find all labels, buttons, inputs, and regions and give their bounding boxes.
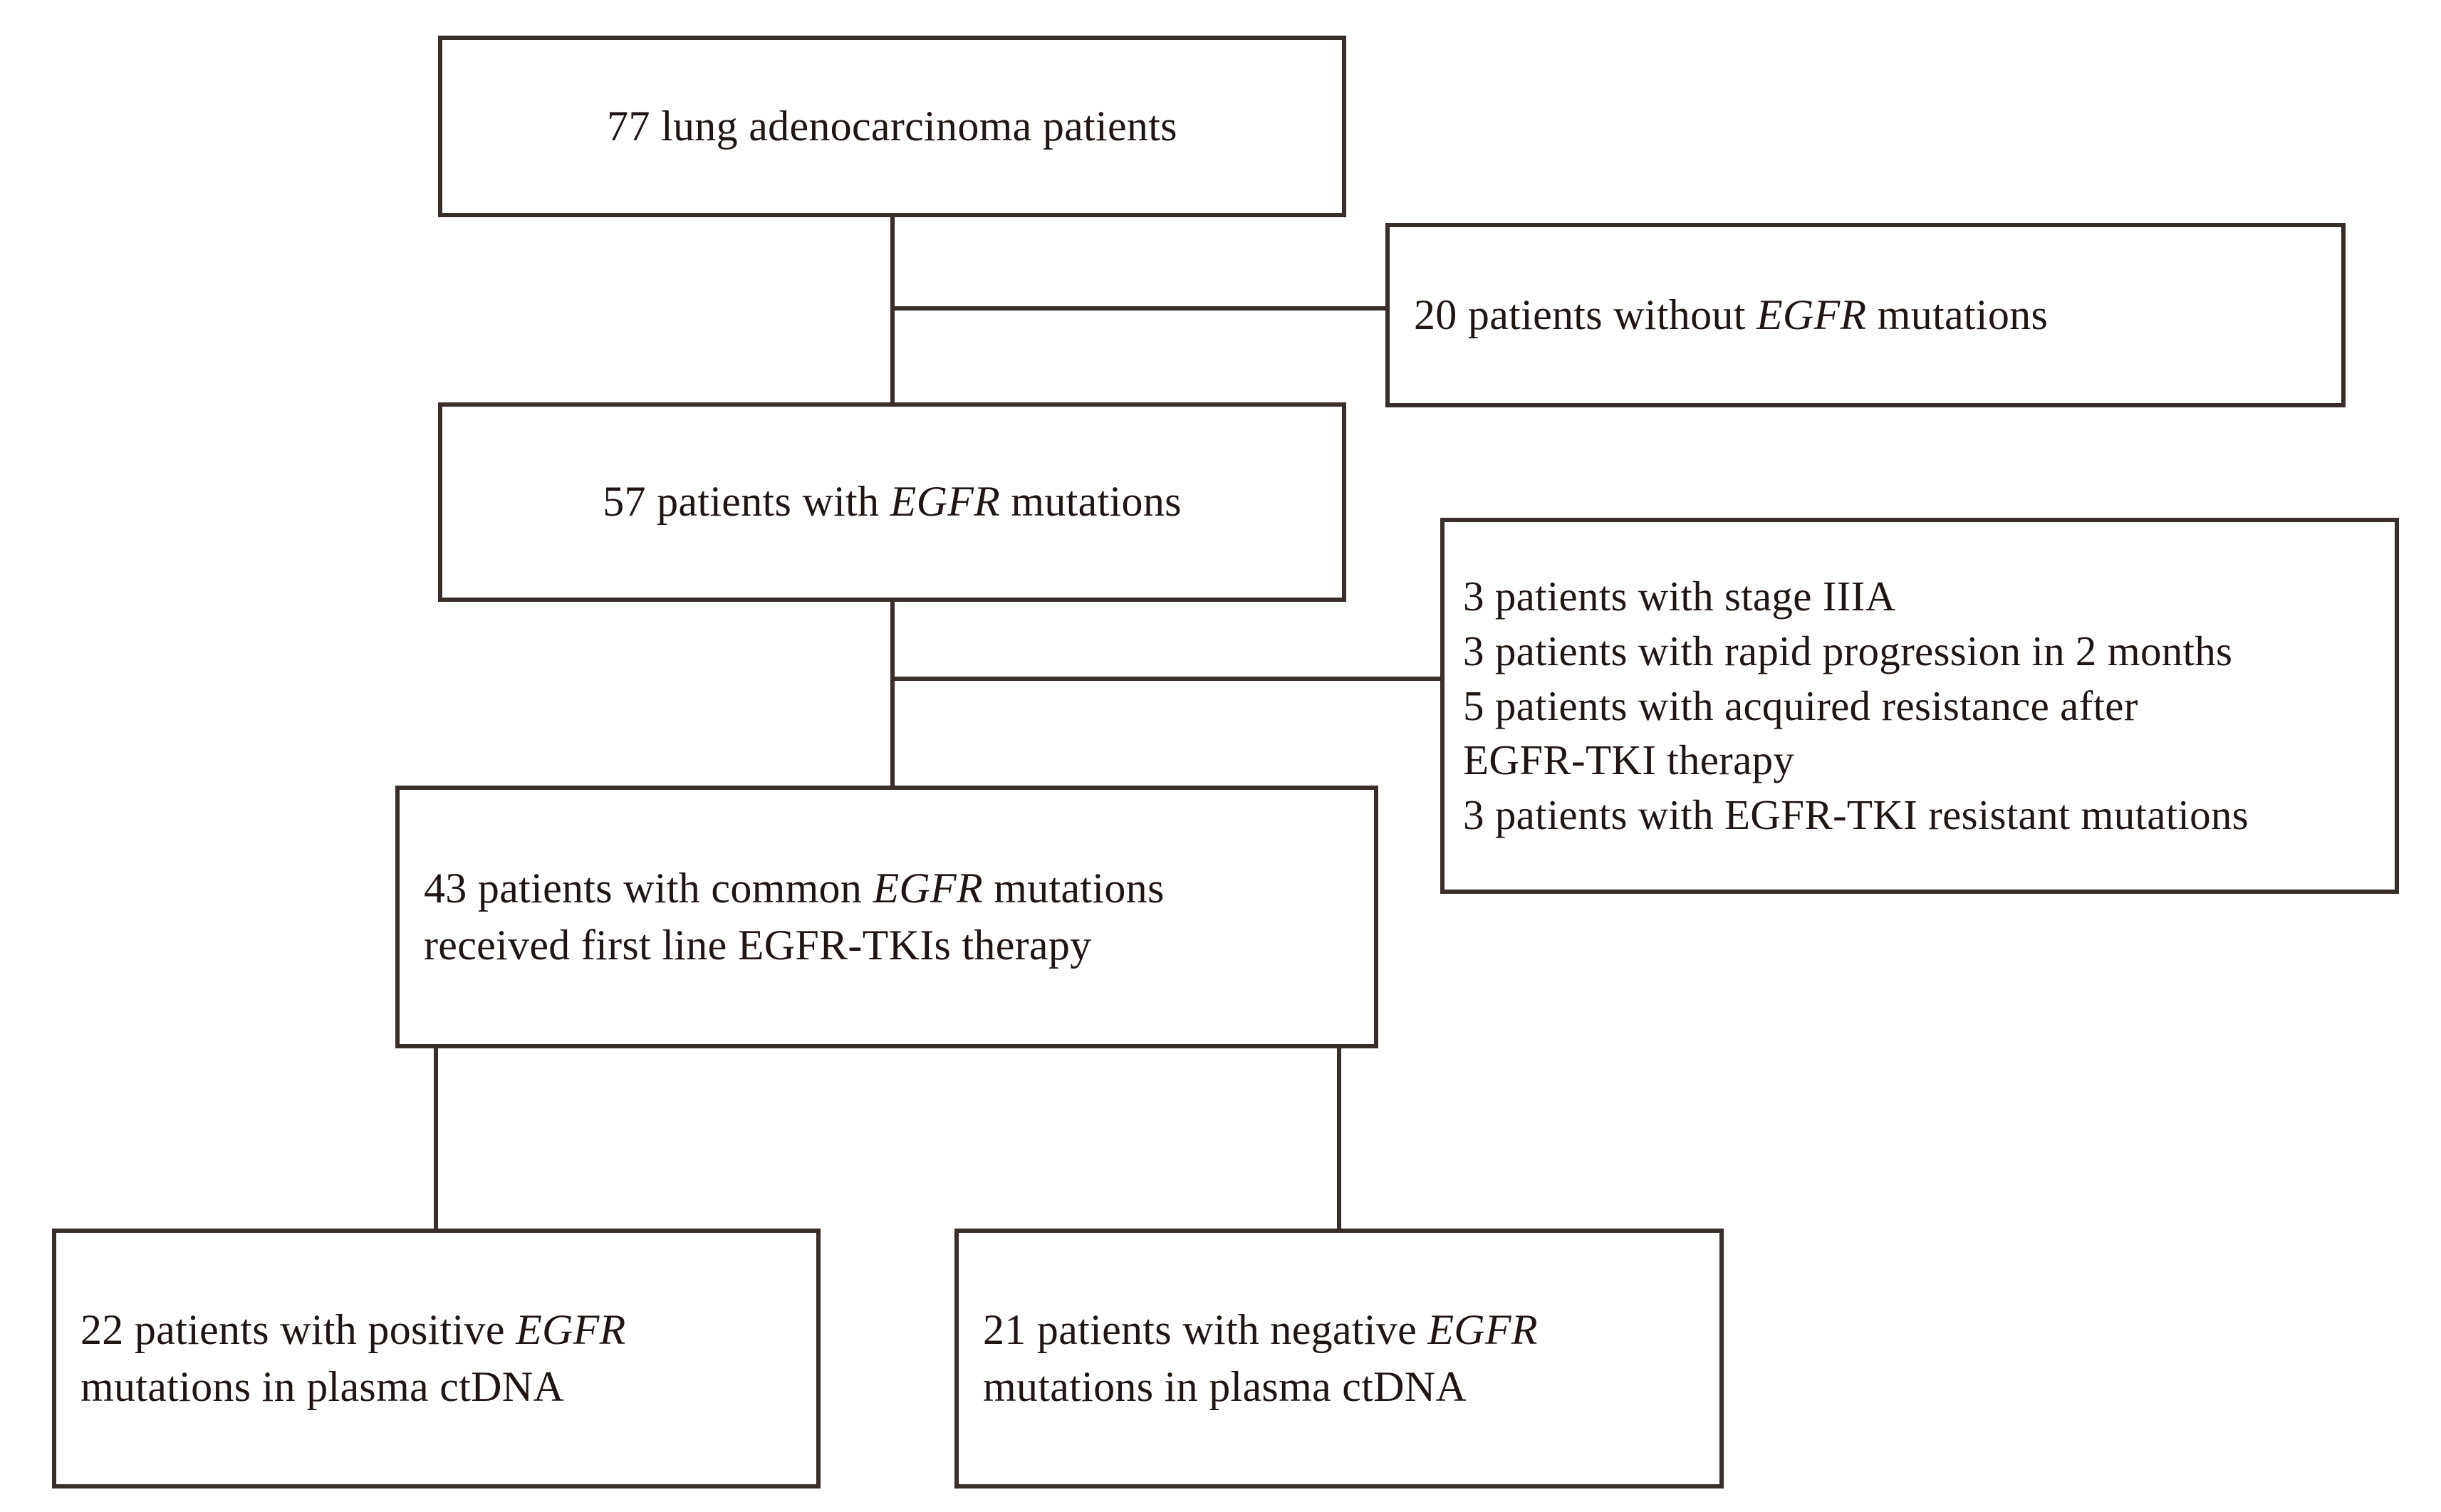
connector-treated-to-outcome-negative [1337, 1046, 1341, 1231]
node-outcome-positive: 22 patients with positive EGFR mutations … [52, 1229, 821, 1488]
node-cohort-treated-label: 43 patients with common EGFR mutations re… [400, 860, 1398, 973]
treated-line1-after: mutations [982, 865, 1165, 912]
gene-symbol-egfr: EGFR [890, 478, 1001, 526]
node-cohort-total-label: 77 lung adenocarcinoma patients [607, 102, 1177, 150]
connector-total-to-excluded-no-egfr [890, 306, 1389, 311]
node-cohort-egfr-mutated-label: 57 patients with EGFR mutations [442, 474, 1342, 530]
connector-total-to-egfr-mutated [890, 216, 895, 405]
treated-line1-before: 43 patients with common [424, 865, 873, 912]
gene-symbol-egfr: EGFR [1756, 291, 1867, 338]
egfr-mutated-text-after: mutations [1000, 478, 1182, 526]
node-outcome-negative-label: 21 patients with negative EGFR mutations … [959, 1302, 1744, 1414]
outcome-negative-line2: mutations in plasma ctDNA [983, 1362, 1467, 1410]
outcome-positive-line2: mutations in plasma ctDNA [80, 1362, 565, 1410]
gene-symbol-egfr: EGFR [1427, 1306, 1538, 1354]
node-cohort-egfr-mutated: 57 patients with EGFR mutations [438, 402, 1346, 602]
outcome-negative-line1-before: 21 patients with negative [983, 1306, 1428, 1354]
node-outcome-negative: 21 patients with negative EGFR mutations … [954, 1229, 1724, 1488]
egfr-mutated-text-before: 57 patients with [603, 478, 890, 526]
node-excluded-no-egfr-label: 20 patients without EGFR mutations [1390, 287, 2365, 343]
node-cohort-treated: 43 patients with common EGFR mutations re… [395, 786, 1378, 1048]
gene-symbol-egfr: EGFR [516, 1306, 626, 1354]
connector-egfr-mutated-to-treated [890, 600, 895, 788]
outcome-positive-line1-before: 22 patients with positive [80, 1306, 516, 1354]
node-excluded-criteria-label: 3 patients with stage IIIA 3 patients wi… [1463, 573, 2249, 839]
node-cohort-total: 77 lung adenocarcinoma patients [438, 36, 1346, 217]
node-excluded-criteria: 3 patients with stage IIIA 3 patients wi… [1440, 518, 2399, 894]
node-outcome-positive-label: 22 patients with positive EGFR mutations … [56, 1302, 840, 1414]
connector-treated-to-outcome-positive [434, 1046, 438, 1231]
treated-line2: received first line EGFR-TKIs therapy [424, 921, 1092, 969]
connector-egfr-mutated-to-excluded-criteria [890, 677, 1445, 681]
excluded-no-egfr-text-after: mutations [1866, 291, 2049, 338]
excluded-no-egfr-text-before: 20 patients without [1414, 291, 1756, 338]
gene-symbol-egfr: EGFR [873, 865, 983, 912]
node-excluded-no-egfr: 20 patients without EGFR mutations [1385, 223, 2346, 407]
